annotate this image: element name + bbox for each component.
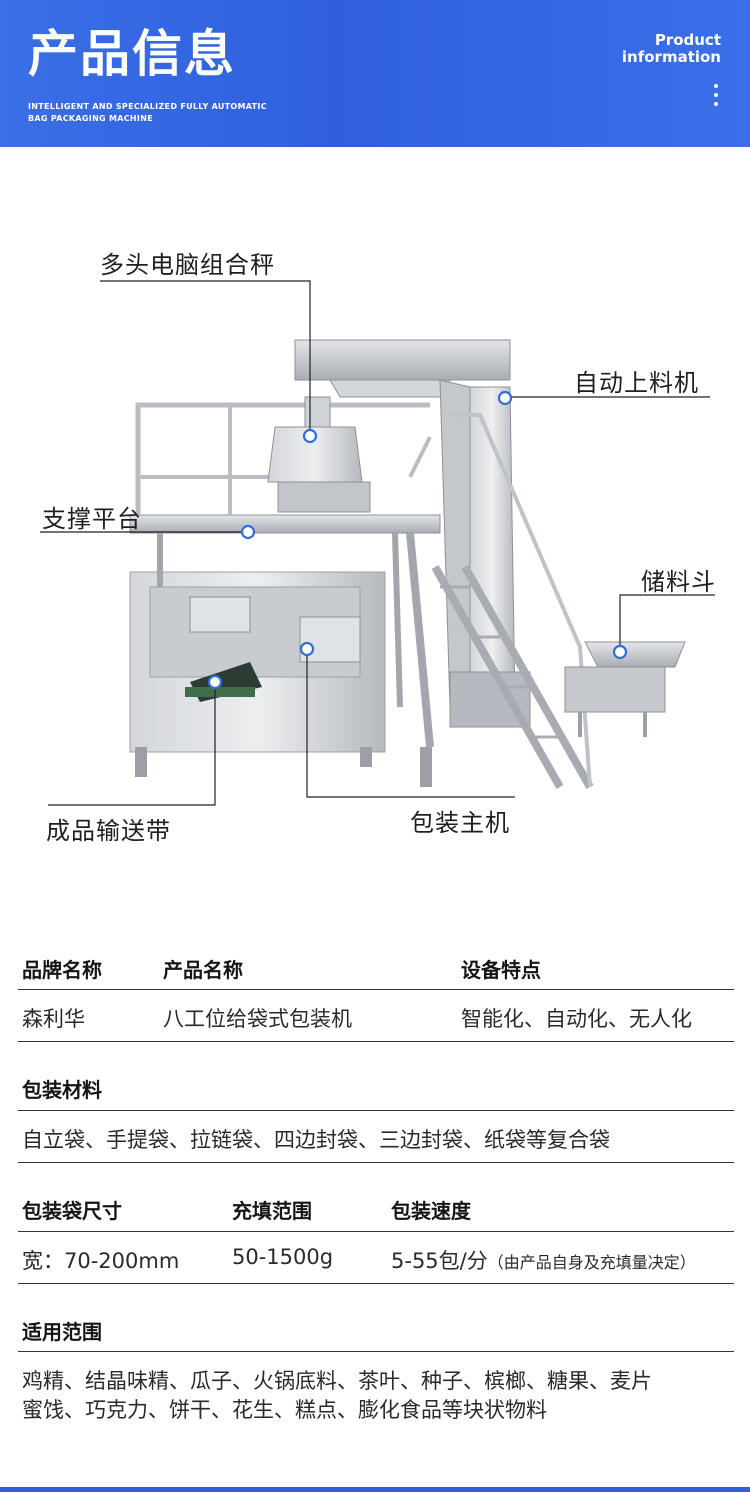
more-dots-icon[interactable] xyxy=(713,84,719,111)
material-value: 自立袋、手提袋、拉链袋、四边封袋、三边封袋、纸袋等复合袋 xyxy=(22,1128,610,1152)
speed-label: 包装速度 xyxy=(391,1199,471,1223)
material-label: 包装材料 xyxy=(22,1078,102,1102)
scope-line-2: 蜜饯、巧克力、饼干、花生、糕点、膨化食品等块状物料 xyxy=(22,1398,547,1422)
callout-hopper: 储料斗 xyxy=(641,568,716,596)
brand-label: 品牌名称 xyxy=(22,958,102,982)
product-name-value: 八工位给袋式包装机 xyxy=(163,1007,352,1031)
bag-size-label: 包装袋尺寸 xyxy=(22,1199,122,1223)
bottom-bar xyxy=(0,1487,750,1492)
english-title: Product information xyxy=(622,32,721,66)
brand-value: 森利华 xyxy=(22,1007,85,1031)
speed-note: （由产品自身及充填量决定） xyxy=(487,1253,696,1272)
machine-illustration xyxy=(40,280,715,806)
scope-line-1: 鸡精、结晶味精、瓜子、火锅底料、茶叶、种子、槟榔、糖果、麦片 xyxy=(22,1369,652,1393)
product-name-label: 产品名称 xyxy=(163,958,243,982)
fill-range-label: 充填范围 xyxy=(232,1199,312,1223)
divider xyxy=(18,989,734,990)
page-header: 产品信息 INTELLIGENT AND SPECIALIZED FULLY A… xyxy=(0,0,750,147)
divider xyxy=(18,1110,734,1111)
divider xyxy=(18,1162,734,1163)
speed-number: 5-55包/分 xyxy=(391,1249,488,1273)
callout-platform: 支撑平台 xyxy=(42,505,142,533)
bag-size-value: 宽：70-200mm xyxy=(22,1249,180,1273)
callout-elevator: 自动上料机 xyxy=(574,369,699,397)
divider xyxy=(18,1041,734,1042)
callout-main-machine: 包装主机 xyxy=(410,809,510,837)
callout-conveyor: 成品输送带 xyxy=(46,817,171,845)
scope-label: 适用范围 xyxy=(22,1320,102,1344)
subtitle-line-1: INTELLIGENT AND SPECIALIZED FULLY AUTOMA… xyxy=(28,102,267,111)
machine-diagram: 多头电脑组合秤 自动上料机 支撑平台 储料斗 成品输送带 包装主机 xyxy=(0,147,750,887)
english-title-line-1: Product xyxy=(654,31,721,49)
page-title: 产品信息 xyxy=(28,25,236,83)
divider xyxy=(18,1351,734,1352)
speed-value: 5-55包/分（由产品自身及充填量决定） xyxy=(391,1245,696,1275)
page-subtitle: INTELLIGENT AND SPECIALIZED FULLY AUTOMA… xyxy=(28,101,267,125)
divider xyxy=(18,1283,734,1284)
feature-label: 设备特点 xyxy=(461,958,541,982)
english-title-line-2: information xyxy=(621,48,721,66)
callout-weigher: 多头电脑组合秤 xyxy=(100,251,275,279)
fill-range-value: 50-1500g xyxy=(232,1245,334,1269)
subtitle-line-2: BAG PACKAGING MACHINE xyxy=(28,114,153,123)
divider xyxy=(18,1231,734,1232)
feature-value: 智能化、自动化、无人化 xyxy=(461,1007,692,1031)
